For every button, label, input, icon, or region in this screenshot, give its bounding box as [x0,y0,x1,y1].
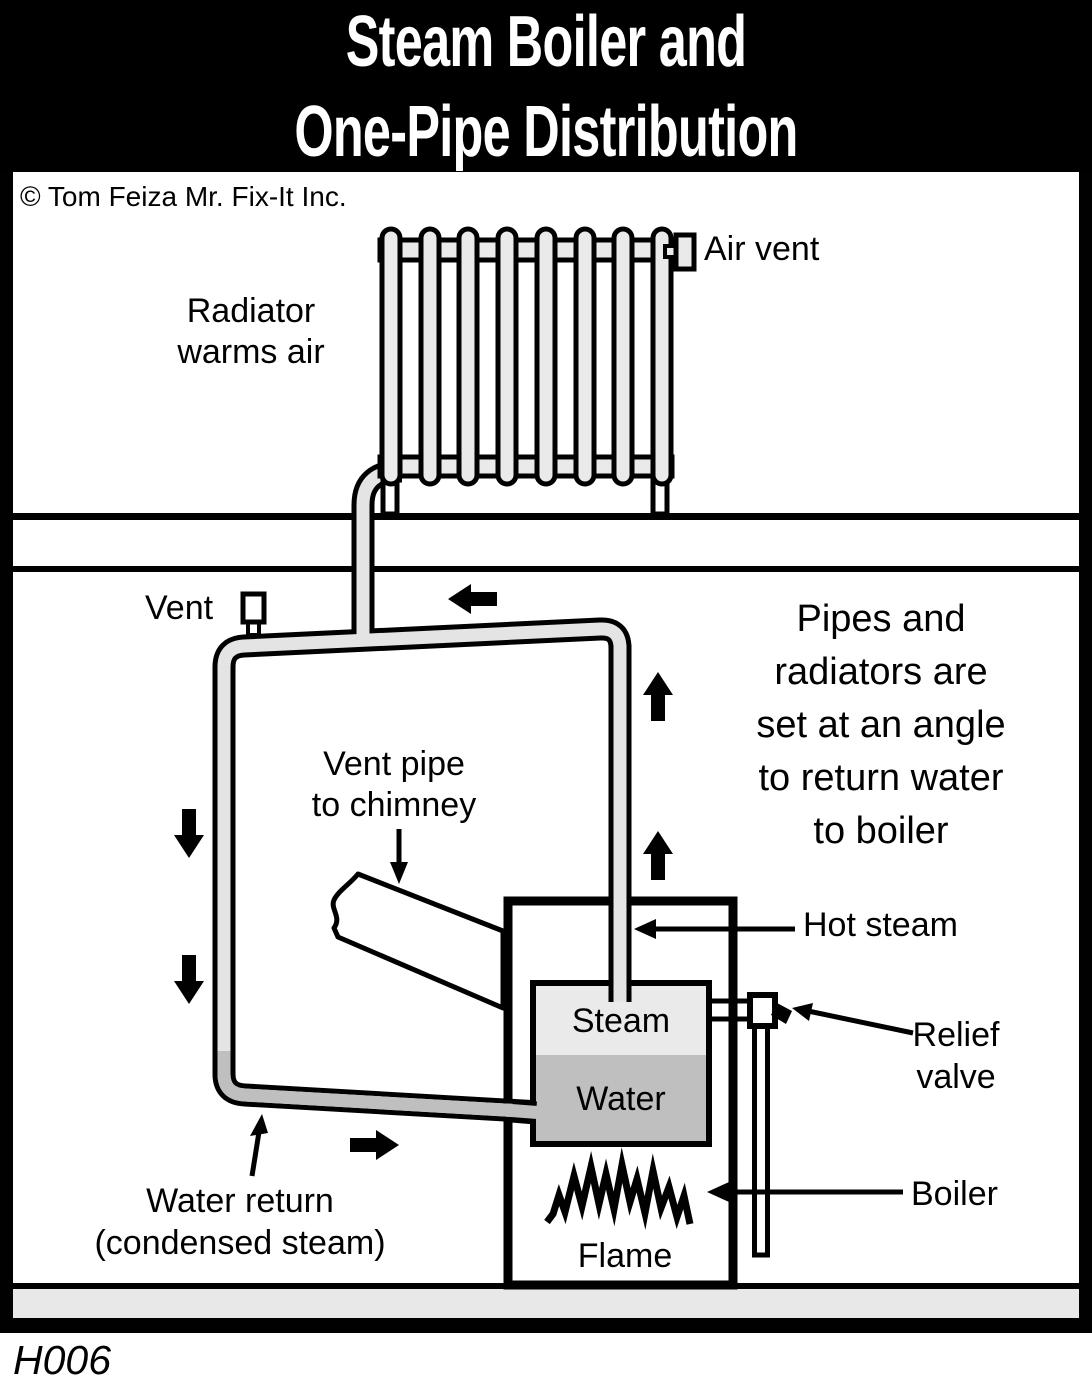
radiator-label-line-1: Radiator [186,292,316,330]
hot-steam-label: Hot steam [803,906,958,944]
chimney-duct [330,871,506,1011]
pipes-note-line-3: set at an angle [756,704,1006,746]
relief-valve-label: Relief valve [876,1014,1036,1098]
vent-pipe-label-line-1: Vent pipe [323,745,465,783]
flow-arrows [174,584,673,1160]
pointer-arrows [249,829,914,1202]
standpipe [752,1026,770,1258]
title-line-2: One-Pipe Distribution [294,92,798,172]
water-return-label-line-1: Water return [146,1182,334,1220]
pointer-arrow-hot-steam [634,919,795,939]
pipes-note: Pipes and radiators are set at an angle … [716,593,1046,858]
radiator-label-line-2: warms air [177,333,325,371]
water-label: Water [576,1080,666,1118]
flow-arrow-down-2 [174,955,204,1004]
flame-icon [544,1147,694,1230]
title-banner: Steam Boiler and One-Pipe Distribution [0,0,1092,172]
flow-arrow-down-1 [174,809,204,858]
steam-label: Steam [571,1002,671,1040]
pipes-note-line-1: Pipes and [796,598,966,640]
pointer-arrow-water-return [249,1114,268,1177]
pointer-arrow-vent-pipe [390,829,408,884]
water-return-label-line-2: (condensed steam) [94,1224,386,1262]
vent-label: Vent [145,589,214,627]
vent-pipe-label: Vent pipe to chimney [264,744,524,826]
relief-valve-label-line-1: Relief [912,1016,1000,1054]
radiator-tubes [379,226,674,487]
copyright-notice: © Tom Feiza Mr. Fix-It Inc. [20,181,347,212]
relief-valve-label-line-2: valve [916,1058,996,1096]
vent-fitting [240,591,267,637]
pipes-note-line-5: to boiler [813,810,949,852]
radiator-graphic [377,226,697,517]
flow-arrow-left [448,584,497,614]
floor-structure [13,513,1079,572]
air-vent-fitting [663,232,697,272]
page-frame [0,172,1092,1333]
figure-id: H006 [13,1337,112,1378]
pointer-arrow-relief-valve [792,1003,914,1036]
flow-arrow-up-2 [643,831,673,880]
pointer-arrow-boiler [707,1182,903,1202]
pipe-water-fill [217,1051,541,1119]
flow-arrow-up-1 [643,672,673,721]
radiator-label: Radiator warms air [121,291,381,373]
water-return-label: Water return (condensed steam) [60,1180,420,1264]
flow-arrow-right [350,1130,399,1160]
vent-pipe-label-line-2: to chimney [311,786,477,824]
boiler-label: Boiler [911,1175,998,1213]
air-vent-label: Air vent [704,230,820,268]
pipes-note-line-2: radiators are [774,651,988,693]
water-return-inlet [504,1099,545,1125]
relief-valve-graphic [712,992,792,1029]
title-line-1: Steam Boiler and [345,2,747,82]
pipes-note-line-4: to return water [758,757,1004,799]
flame-label: Flame [577,1237,673,1275]
